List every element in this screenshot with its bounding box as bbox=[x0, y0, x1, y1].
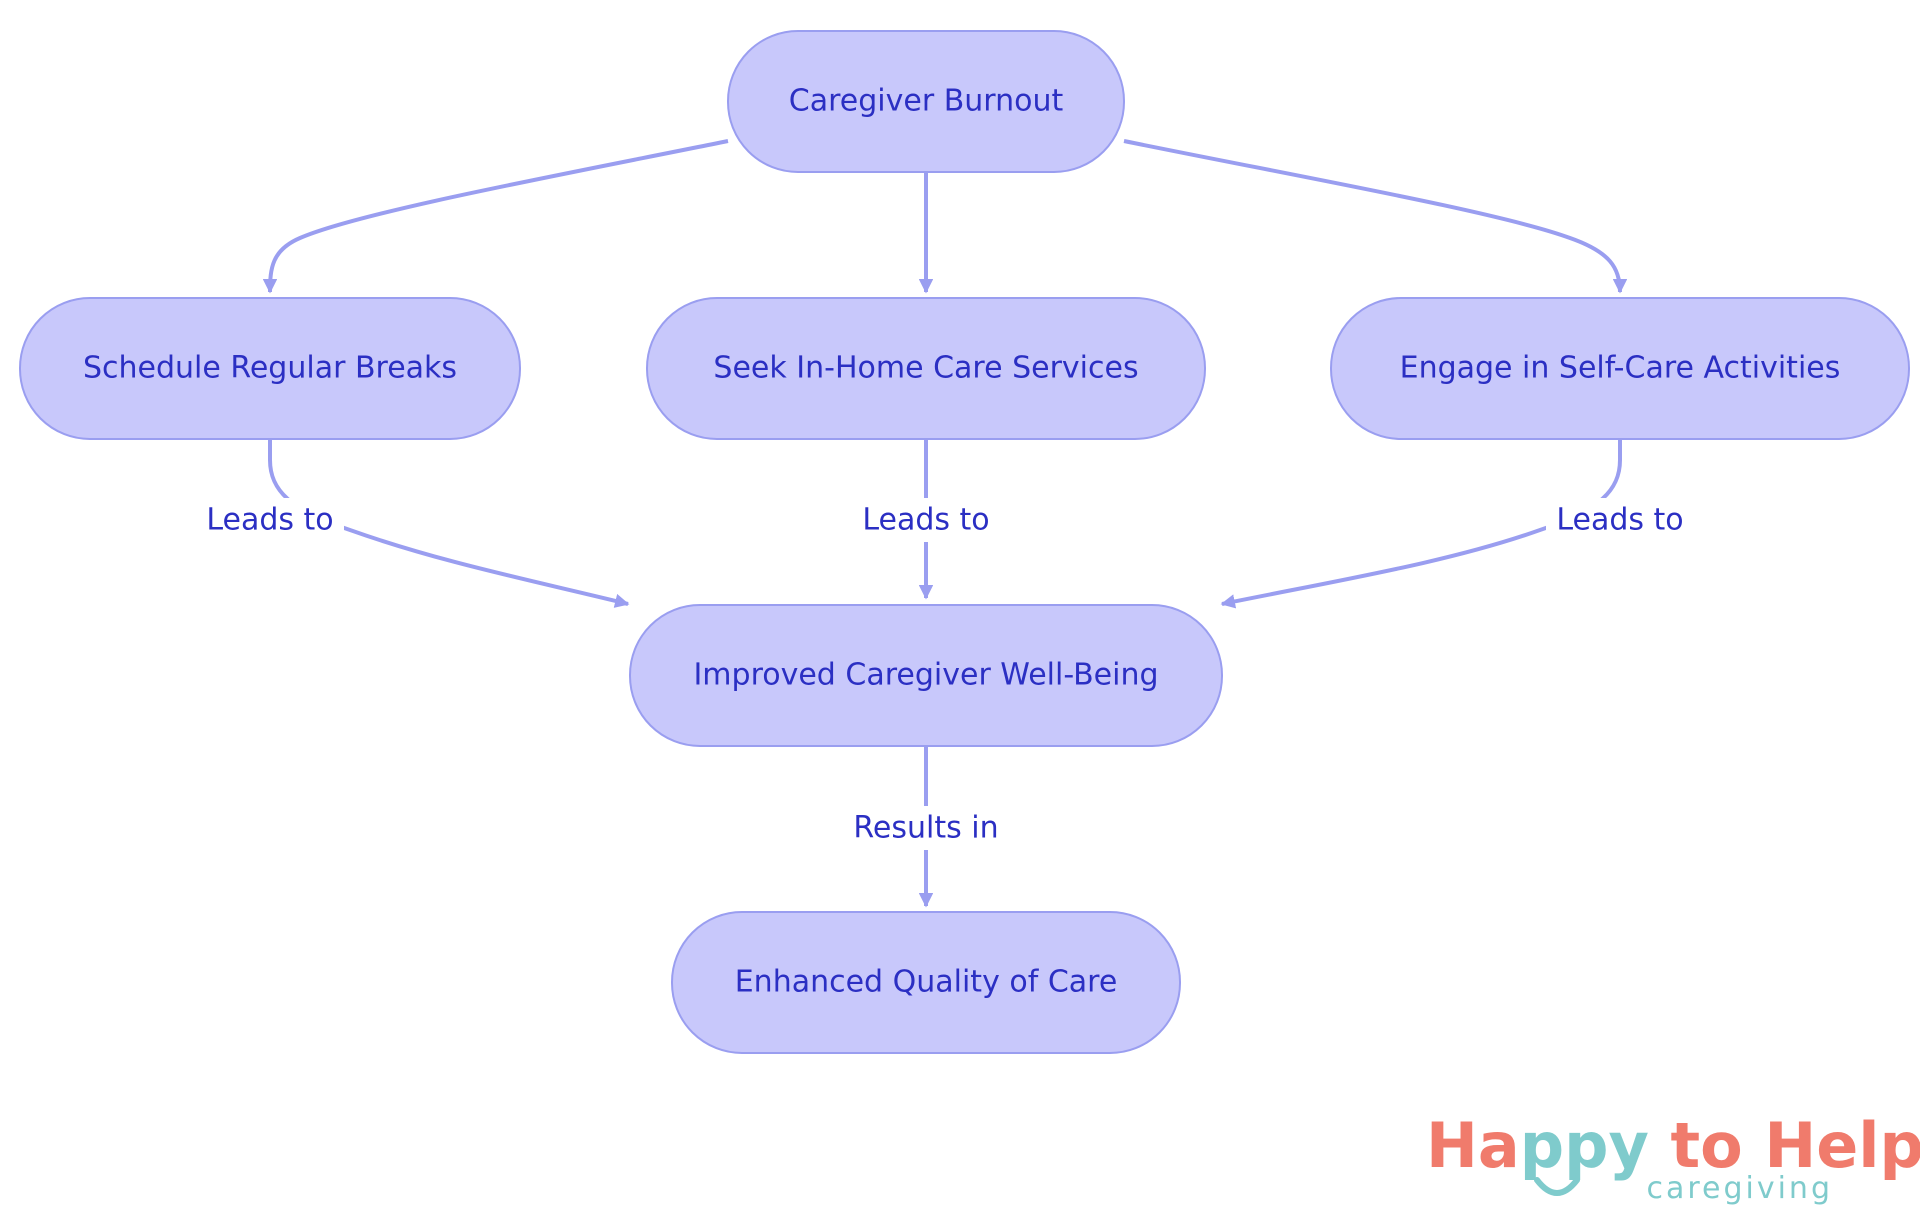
logo-brand-part3: to Help bbox=[1649, 1109, 1920, 1182]
node-schedule-regular-breaks: Schedule Regular Breaks bbox=[19, 297, 521, 440]
edge-label-results-in: Results in bbox=[853, 811, 998, 846]
edge-label-self-care: Leads to bbox=[1556, 503, 1683, 538]
node-improved-well-being: Improved Caregiver Well-Being bbox=[629, 604, 1223, 747]
node-enhanced-quality-label: Enhanced Quality of Care bbox=[735, 965, 1118, 1000]
logo-brand-part2: ppy bbox=[1520, 1109, 1649, 1182]
node-seek-in-home-care: Seek In-Home Care Services bbox=[646, 297, 1206, 440]
logo-tagline: caregiving bbox=[1646, 1171, 1833, 1206]
edge-label-in-home: Leads to bbox=[862, 503, 989, 538]
logo-brand: Happy to Help bbox=[1426, 1109, 1920, 1182]
edge-labels: Leads to Leads to Leads to Results in bbox=[196, 498, 1694, 850]
company-logo: Happy to Help caregiving bbox=[1426, 1109, 1920, 1206]
edge-breaks-to-well-being bbox=[268, 440, 630, 608]
node-schedule-regular-breaks-label: Schedule Regular Breaks bbox=[83, 351, 457, 386]
edge-burnout-to-self-care bbox=[1123, 139, 1628, 294]
node-engage-in-self-care-label: Engage in Self-Care Activities bbox=[1400, 351, 1841, 386]
edge-label-breaks: Leads to bbox=[206, 503, 333, 538]
edge-self-care-to-well-being bbox=[1220, 440, 1622, 609]
logo-smile-icon bbox=[1534, 1177, 1580, 1196]
node-caregiver-burnout-label: Caregiver Burnout bbox=[789, 84, 1064, 119]
node-enhanced-quality: Enhanced Quality of Care bbox=[671, 911, 1181, 1054]
edge-burnout-to-breaks bbox=[262, 139, 729, 294]
logo-brand-part1: Ha bbox=[1426, 1109, 1520, 1182]
node-seek-in-home-care-label: Seek In-Home Care Services bbox=[713, 351, 1138, 386]
node-engage-in-self-care: Engage in Self-Care Activities bbox=[1330, 297, 1910, 440]
node-caregiver-burnout: Caregiver Burnout bbox=[727, 30, 1125, 173]
node-improved-well-being-label: Improved Caregiver Well-Being bbox=[693, 658, 1158, 693]
